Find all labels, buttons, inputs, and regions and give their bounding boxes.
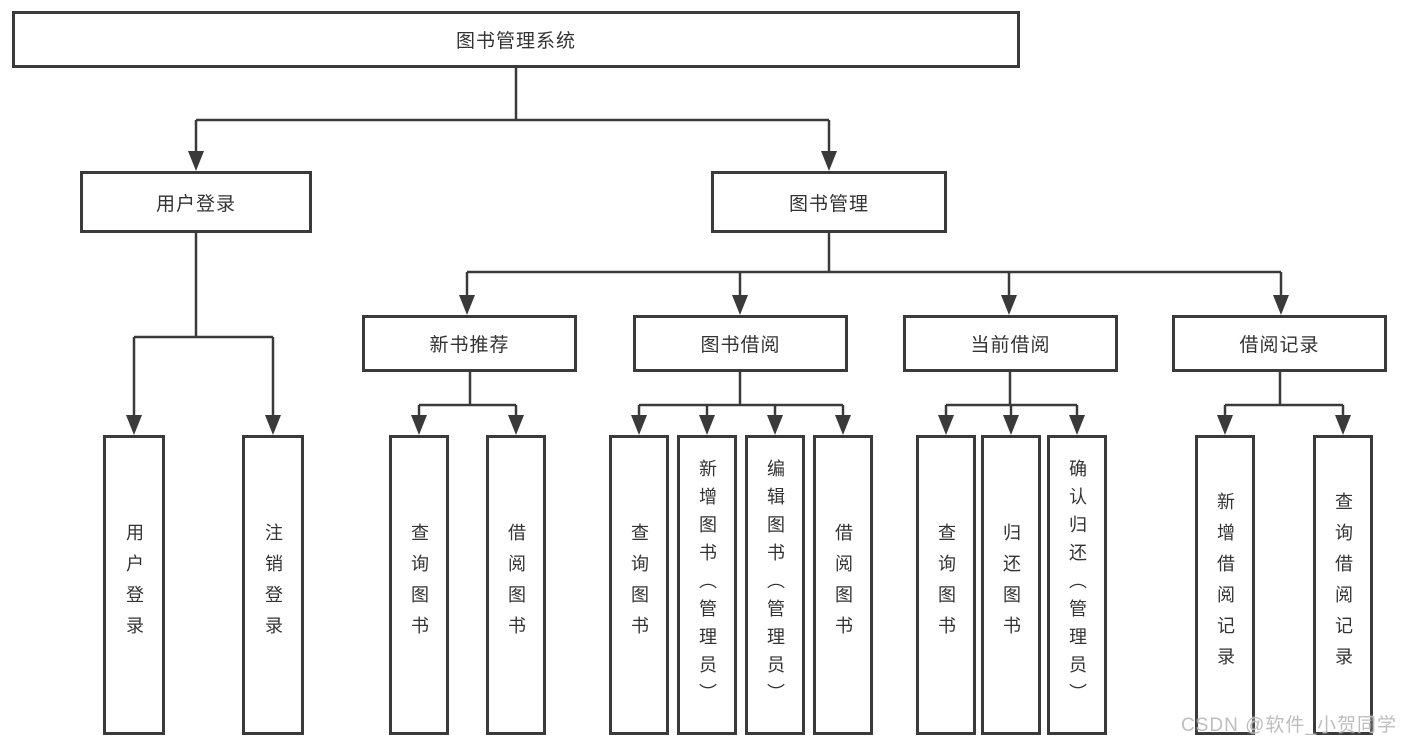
- leaf-borrow-books-borrowing: 借阅图书: [813, 435, 873, 735]
- connector-current-borrow-to-leaves: [944, 372, 1079, 417]
- leaf-user-login: 用户登录: [103, 435, 165, 735]
- leaf-confirm-return-admin: 确认归还（管理员）: [1047, 435, 1107, 735]
- branch-user-login: 用户登录: [80, 171, 312, 233]
- leaf-query-borrow-record: 查询借阅记录: [1313, 435, 1373, 735]
- leaf-query-books-recommend: 查询图书: [389, 435, 449, 735]
- leaf-query-books-borrowing: 查询图书: [609, 435, 669, 735]
- leaf-add-borrow-record: 新增借阅记录: [1195, 435, 1255, 735]
- watermark: CSDN @软件_小贺同学: [1181, 715, 1397, 736]
- connector-user-login-to-leaves: [132, 233, 275, 417]
- leaf-borrow-books-recommend: 借阅图书: [486, 435, 546, 735]
- leaf-return-book: 归还图书: [981, 435, 1041, 735]
- connector-records-to-leaves: [1223, 372, 1345, 417]
- connector-new-book-to-leaves: [417, 372, 518, 417]
- branch-current-borrowing: 当前借阅: [903, 315, 1118, 372]
- connector-root-to-level2: [194, 68, 831, 153]
- connector-book-borrow-to-leaves: [637, 372, 845, 417]
- leaf-logout: 注销登录: [242, 435, 304, 735]
- branch-book-borrowing: 图书借阅: [633, 315, 848, 372]
- root-node: 图书管理系统: [12, 11, 1020, 68]
- connector-book-mgmt-to-level3: [465, 233, 1283, 297]
- leaf-query-books-current: 查询图书: [916, 435, 976, 735]
- branch-book-management: 图书管理: [711, 171, 947, 233]
- branch-new-book-recommend: 新书推荐: [362, 315, 577, 372]
- leaf-add-book-admin: 新增图书（管理员）: [677, 435, 737, 735]
- branch-borrow-records: 借阅记录: [1172, 315, 1387, 372]
- leaf-edit-book-admin: 编辑图书（管理员）: [745, 435, 805, 735]
